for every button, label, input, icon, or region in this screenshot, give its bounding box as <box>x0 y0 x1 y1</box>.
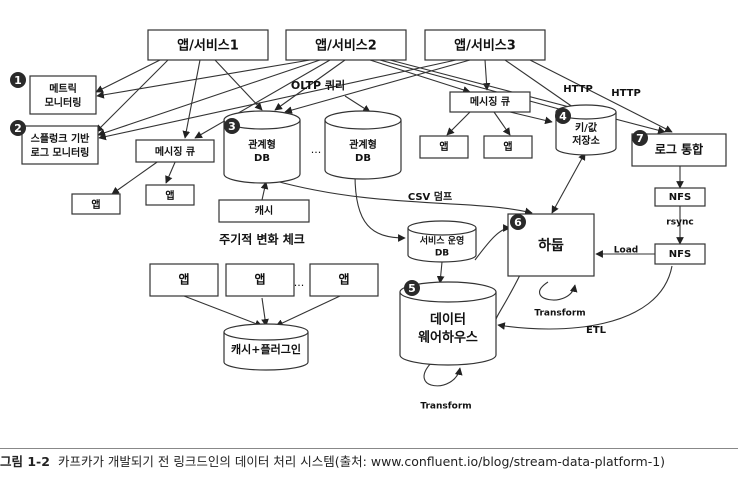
label-csv-dump: CSV 덤프 <box>408 191 452 203</box>
svg-text:4: 4 <box>559 110 567 123</box>
app-mq-left-1-box <box>71 193 121 215</box>
data-warehouse-line2: 웨어하우스 <box>418 330 478 346</box>
badge-2: 2 <box>10 120 26 136</box>
badge-1: 1 <box>10 72 26 88</box>
badge-3: 3 <box>224 118 240 134</box>
app-mq-left-2-box <box>145 184 195 206</box>
messaging-queue-left-box <box>135 139 215 163</box>
db-dots: ... <box>311 143 322 156</box>
edges <box>95 59 684 387</box>
svg-text:7: 7 <box>636 132 644 145</box>
label-oltp-query: OLTP 쿼리 <box>291 78 345 92</box>
service-app-2-box <box>285 29 407 61</box>
label-http-2: HTTP <box>611 88 641 99</box>
relational-db-cylinder <box>223 110 301 184</box>
badge-6: 6 <box>510 214 526 230</box>
relational-db-2-line1: 관계형 <box>349 138 377 151</box>
app-bottom-2-box <box>225 263 295 297</box>
svg-text:2: 2 <box>14 122 22 135</box>
data-warehouse-cylinder <box>399 281 497 366</box>
metric-monitoring-line2: 모니터링 <box>45 96 82 109</box>
nfs-bottom-box <box>654 243 706 265</box>
app-bottom-1-box <box>149 263 219 297</box>
messaging-queue-right-box <box>449 91 531 113</box>
service-ops-db-cylinder <box>407 220 477 263</box>
cache-plugin-cylinder <box>223 323 309 371</box>
app-dots: ... <box>294 276 305 289</box>
app-mq-right-2: 앱 <box>503 141 512 153</box>
splunk-monitoring-line1: 스플렁크 기반 <box>31 132 90 145</box>
label-load: Load <box>614 246 638 256</box>
messaging-queue-left: 메시징 큐 <box>155 145 195 158</box>
app-mq-left-2: 앱 <box>165 190 174 202</box>
app-mq-left-1: 앱 <box>91 199 100 211</box>
log-integration: 로그 통합 <box>655 142 703 157</box>
metric-monitoring-box <box>29 75 97 115</box>
relational-db-2-cylinder <box>324 110 402 180</box>
nfs-top: NFS <box>669 192 691 203</box>
svg-text:3: 3 <box>228 120 236 133</box>
app-mq-right-2-box <box>483 135 533 159</box>
kv-store-cylinder <box>555 104 617 156</box>
caption-text: 카프카가 개발되기 전 링크드인의 데이터 처리 시스템(출처: www.con… <box>57 454 666 469</box>
messaging-queue-right: 메시징 큐 <box>470 95 510 108</box>
periodic-change-check: 주기적 변화 체크 <box>219 232 305 247</box>
badge-4: 4 <box>555 108 571 124</box>
splunk-monitoring-box <box>21 125 99 165</box>
hadoop: 하둡 <box>538 237 564 254</box>
relational-db-2-line2: DB <box>355 153 371 164</box>
service-app-2: 앱/서비스2 <box>315 39 377 54</box>
cache: 캐시 <box>255 204 273 217</box>
kv-store-line2: 저장소 <box>572 134 600 147</box>
data-warehouse-line1: 데이터 <box>430 312 466 328</box>
nfs-top-box <box>654 187 706 207</box>
splunk-monitoring-line2: 로그 모니터링 <box>31 146 90 159</box>
cache-plugin: 캐시+플러그인 <box>231 342 301 356</box>
service-app-1: 앱/서비스1 <box>177 39 239 54</box>
label-transform-hadoop: Transform <box>534 309 585 319</box>
metric-monitoring-line1: 메트릭 <box>49 82 77 95</box>
service-app-3-box <box>424 29 546 61</box>
app-mq-right-1-box <box>419 135 469 159</box>
app-bottom-1: 앱 <box>178 273 189 287</box>
service-ops-db-line2: DB <box>435 249 449 259</box>
relational-db-line1: 관계형 <box>248 138 276 151</box>
badge-5: 5 <box>404 280 420 296</box>
label-rsync: rsync <box>666 218 693 228</box>
app-bottom-3: 앱 <box>338 273 349 287</box>
linkedin-data-system-diagram: 앱/서비스1 앱/서비스2 앱/서비스3 메트릭 모니터링 스플렁크 기반 로그… <box>10 29 727 412</box>
caption-figure-number: 그림 1-2 <box>0 454 50 469</box>
service-app-1-box <box>147 29 269 61</box>
cache-box <box>218 199 310 223</box>
kv-store-line1: 키/값 <box>575 121 598 134</box>
app-bottom-2: 앱 <box>254 273 265 287</box>
nfs-bottom: NFS <box>669 249 691 260</box>
service-app-3: 앱/서비스3 <box>454 39 516 54</box>
app-mq-right-1: 앱 <box>439 141 448 153</box>
relational-db-line2: DB <box>254 153 270 164</box>
app-bottom-3-box <box>309 263 379 297</box>
figure-caption: 그림 1-2 카프카가 개발되기 전 링크드인의 데이터 처리 시스템(출처: w… <box>0 448 738 475</box>
svg-text:5: 5 <box>408 282 416 295</box>
service-ops-db-line1: 서비스 운영 <box>420 235 465 247</box>
svg-text:6: 6 <box>514 216 522 229</box>
svg-text:1: 1 <box>14 74 22 87</box>
badge-7: 7 <box>632 130 648 146</box>
label-transform-dw: Transform <box>420 402 471 412</box>
label-etl: ETL <box>586 325 607 336</box>
label-http-1: HTTP <box>563 84 593 95</box>
